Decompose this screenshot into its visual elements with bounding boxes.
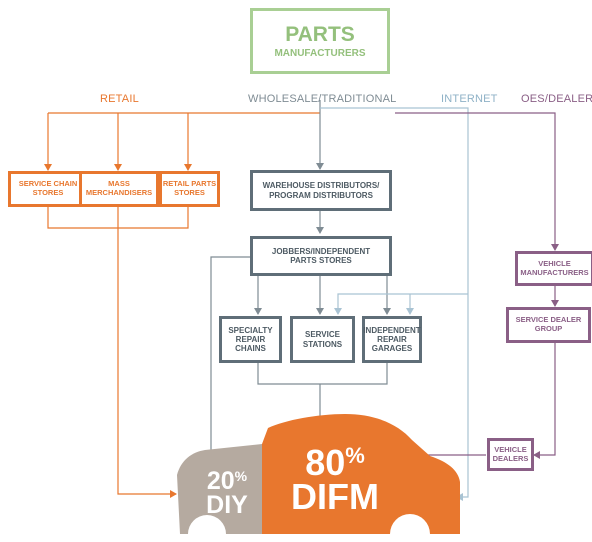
channel-internet-label: INTERNET: [441, 93, 498, 105]
diy-percent-sign: %: [234, 468, 248, 484]
internet-connectors: [320, 107, 469, 501]
vehicle-manufacturers-box: VEHICLE MANUFACTURERS: [515, 251, 592, 286]
title-line-1: PARTS: [285, 22, 355, 46]
retail-connectors: [44, 112, 320, 498]
car-illustration: [177, 414, 460, 542]
difm-percent-sign: %: [345, 443, 365, 468]
wholesale-connectors: [207, 100, 391, 460]
difm-share: 80% DIFM: [280, 443, 390, 518]
vehicle-dealers-box: VEHICLE DEALERS: [487, 438, 534, 471]
diy-percent: 20%: [196, 467, 258, 495]
parts-manufacturers-box: PARTS MANUFACTURERS: [250, 8, 390, 74]
jobbers-parts-stores-box: JOBBERS/INDEPENDENT PARTS STORES: [250, 236, 392, 276]
service-dealer-group-box: SERVICE DEALER GROUP: [506, 307, 591, 343]
car-front-wheel: [194, 524, 220, 542]
diy-share: 20% DIY: [196, 467, 258, 519]
mass-merchandisers-box: MASS MERCHANDISERS: [79, 171, 159, 207]
independent-repair-garages-box: INDEPENDENT REPAIR GARAGES: [362, 316, 422, 363]
car-difm-section: [262, 414, 460, 534]
channel-retail-label: RETAIL: [100, 93, 139, 105]
difm-percent-value: 80: [305, 442, 346, 483]
car-rear-wheel: [397, 524, 423, 542]
retail-parts-stores-box: RETAIL PARTS STORES: [159, 171, 220, 207]
diy-percent-value: 20: [206, 467, 235, 495]
warehouse-distributors-box: WAREHOUSE DISTRIBUTORS/ PROGRAM DISTRIBU…: [250, 170, 392, 211]
specialty-repair-chains-box: SPECIALTY REPAIR CHAINS: [219, 316, 282, 363]
channel-oes-label: OES/DEALER: [521, 93, 592, 105]
service-chain-stores-box: SERVICE CHAIN STORES: [8, 171, 88, 207]
channel-wholesale-label: WHOLESALE/TRADITIONAL: [248, 93, 397, 105]
oes-connectors: [395, 112, 559, 459]
service-stations-box: SERVICE STATIONS: [290, 316, 355, 363]
title-line-2: MANUFACTURERS: [274, 47, 366, 59]
difm-percent: 80%: [280, 443, 390, 481]
diy-label: DIY: [206, 490, 248, 519]
car-diy-section: [177, 444, 262, 534]
difm-label: DIFM: [291, 476, 379, 518]
